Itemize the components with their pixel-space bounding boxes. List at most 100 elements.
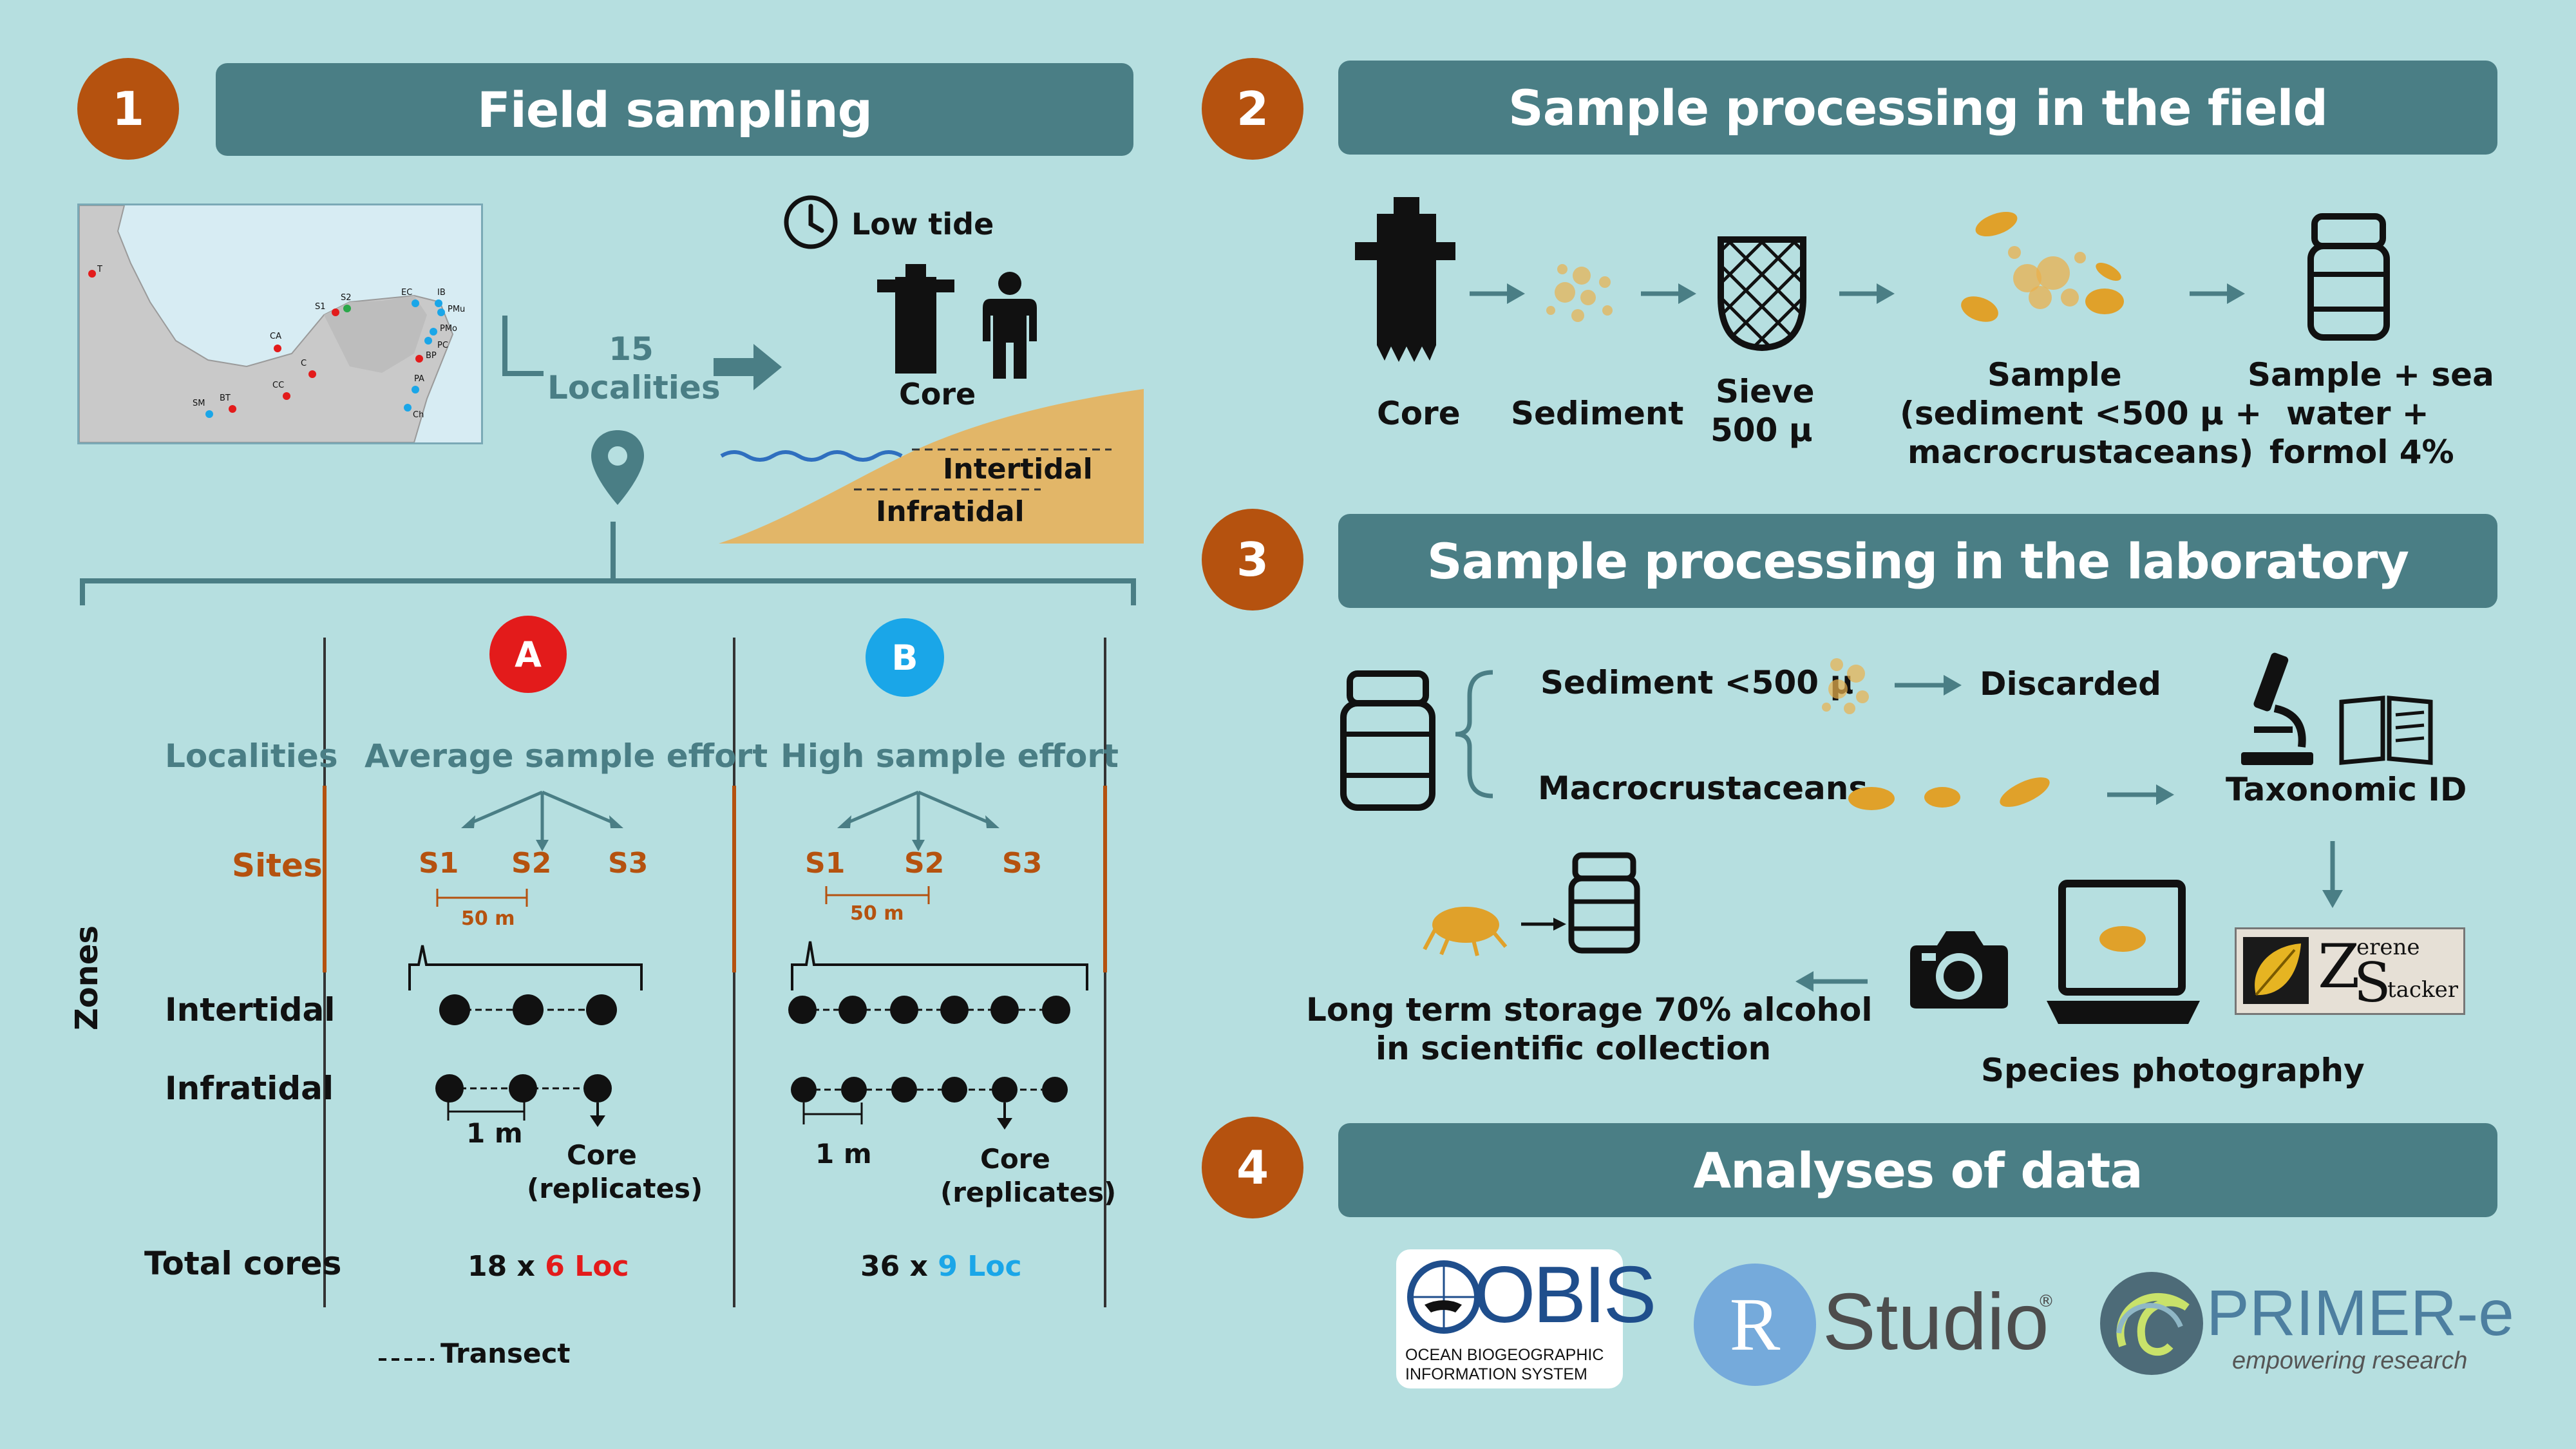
design-a-badge: A: [489, 616, 567, 693]
step-4-number: 4: [1202, 1117, 1303, 1218]
sediment-grains-icon: [1822, 658, 1869, 714]
field-sample-detail-2: macrocrustaceans): [1908, 433, 2254, 471]
design-a-spacing: 1 m: [466, 1117, 523, 1149]
step-3-title: Sample processing in the laboratory: [1338, 514, 2497, 608]
localities-label: Localities: [547, 369, 721, 406]
transect-legend-line: [379, 1358, 434, 1361]
design-b-branch-arrows: [837, 790, 999, 851]
design-a-site-bracket: [408, 945, 643, 990]
arrow-down-to-zerene: [2322, 841, 2343, 908]
arrow-sediment-sieve: [1641, 283, 1696, 304]
sample-mix-icon: [1961, 211, 2124, 322]
camera-icon: [1910, 931, 2008, 1009]
design-a-total-prefix: 18 x: [468, 1250, 535, 1283]
lab-photography-label: Species photography: [1981, 1052, 2365, 1089]
obis-subtitle-1: OCEAN BIOGEOGRAPHIC: [1405, 1346, 1604, 1364]
map-connector: [502, 316, 544, 376]
field-jar-detail-2: formol 4%: [2269, 433, 2454, 471]
microscope-icon: [2241, 652, 2313, 765]
row-localities: Localities: [165, 737, 338, 775]
design-a-intertidal-transect: [439, 994, 617, 1025]
map-site-pmu: [437, 308, 445, 316]
map-landmass: [79, 205, 454, 442]
rstudio-circle: R: [1694, 1264, 1816, 1386]
obis-logo: OBIS OCEAN BIOGEOGRAPHIC INFORMATION SYS…: [1396, 1249, 1656, 1388]
design-a-total-loc: 6 Loc: [545, 1250, 629, 1283]
map-site-c: [308, 370, 316, 378]
map-site-ca: [274, 345, 281, 352]
design-b-s3: S3: [1002, 847, 1043, 880]
row-infratidal: Infratidal: [165, 1070, 334, 1107]
design-b-core: Core: [980, 1143, 1050, 1175]
map-label-pmo: PMo: [440, 324, 458, 334]
design-a-s3: S3: [608, 847, 649, 880]
map-label-pc: PC: [437, 341, 448, 350]
design-b-distance: 50 m: [850, 902, 904, 925]
field-sieve-size: 500 µ: [1710, 412, 1813, 449]
study-area-map: T S1 S2 CA C CC BT SM EC IB PMu PMo PC B…: [77, 204, 483, 444]
design-a-distance-bar: [436, 889, 528, 907]
design-b-total-prefix: 36 x: [860, 1250, 928, 1283]
arrow-sieve-sample: [1839, 283, 1895, 304]
storage-jar-icon: [1568, 852, 1640, 954]
macrocrustaceans-icon: [1848, 777, 2050, 810]
map-label-ec: EC: [401, 288, 413, 298]
person-icon: [983, 272, 1037, 379]
design-a-s1: S1: [419, 847, 459, 880]
design-b-distance-bar: [825, 886, 930, 904]
field-jar-label: Sample + sea: [2248, 356, 2494, 393]
design-a-effort: Average sample effort: [365, 737, 768, 775]
map-label-ib: IB: [437, 288, 446, 298]
map-site-pmo: [430, 328, 437, 336]
location-pin-icon: [591, 430, 644, 505]
field-core-label: Core: [1377, 395, 1461, 432]
zerene-bottom-text: tacker: [2387, 977, 2458, 1003]
sediment-grains-icon: [1546, 264, 1613, 322]
design-a-s2: S2: [511, 847, 552, 880]
map-label-bt: BT: [220, 393, 231, 403]
field-sieve-label: Sieve: [1716, 373, 1815, 410]
map-site-pc: [424, 337, 432, 345]
step-4-title: Analyses of data: [1338, 1123, 2497, 1217]
design-a-branch-arrows: [461, 790, 623, 851]
infratidal-label: Infratidal: [876, 495, 1025, 528]
step-2-number: 2: [1202, 58, 1303, 160]
design-b-s1: S1: [805, 847, 846, 880]
primer-name: PRIMER-e: [2206, 1277, 2514, 1349]
globe-icon: [1407, 1260, 1481, 1334]
lab-storage-label-2: in scientific collection: [1376, 1030, 1772, 1067]
zerene-s: S: [2354, 951, 2391, 1014]
zerene-leaf-icon: [2243, 937, 2309, 1004]
map-label-pa: PA: [414, 374, 424, 384]
field-sample-detail-1: (sediment <500 µ +: [1900, 395, 2262, 432]
lab-discarded-label: Discarded: [1980, 665, 2161, 703]
laptop-icon: [2047, 880, 2200, 1024]
localities-count: 15: [609, 330, 654, 368]
design-b-s2: S2: [904, 847, 945, 880]
lab-brace: [1455, 670, 1493, 799]
arrow-to-storage-jar: [1521, 918, 1566, 931]
core-caption: Core: [899, 377, 976, 412]
obis-subtitle-2: INFORMATION SYSTEM: [1405, 1365, 1587, 1383]
step-1-number: 1: [77, 58, 179, 160]
map-site-ch: [404, 404, 412, 412]
primer-tagline: empowering research: [2232, 1347, 2468, 1374]
map-label-cc: CC: [272, 381, 285, 390]
row-total-cores: Total cores: [144, 1245, 342, 1282]
zerene-top-text: erene: [2356, 934, 2420, 960]
map-site-cc: [283, 392, 290, 400]
beach-profile: [719, 389, 1144, 544]
step-3-number: 3: [1202, 509, 1303, 611]
design-a-core: Core: [567, 1139, 637, 1171]
rstudio-registered: ®: [2038, 1292, 2054, 1311]
step-2-title: Sample processing in the field: [1338, 61, 2497, 155]
lab-sediment-label: Sediment <500 µ: [1540, 664, 1854, 701]
design-b-core-replicates: (replicates): [940, 1177, 1117, 1208]
arrow-right-icon: [714, 344, 782, 390]
arrow-core-sediment: [1470, 283, 1525, 304]
arrow-to-discarded: [1895, 675, 1962, 696]
design-b-total-loc: 9 Loc: [938, 1250, 1022, 1283]
map-site-bt: [229, 405, 236, 413]
primer-swirl-icon: [2100, 1272, 2203, 1375]
